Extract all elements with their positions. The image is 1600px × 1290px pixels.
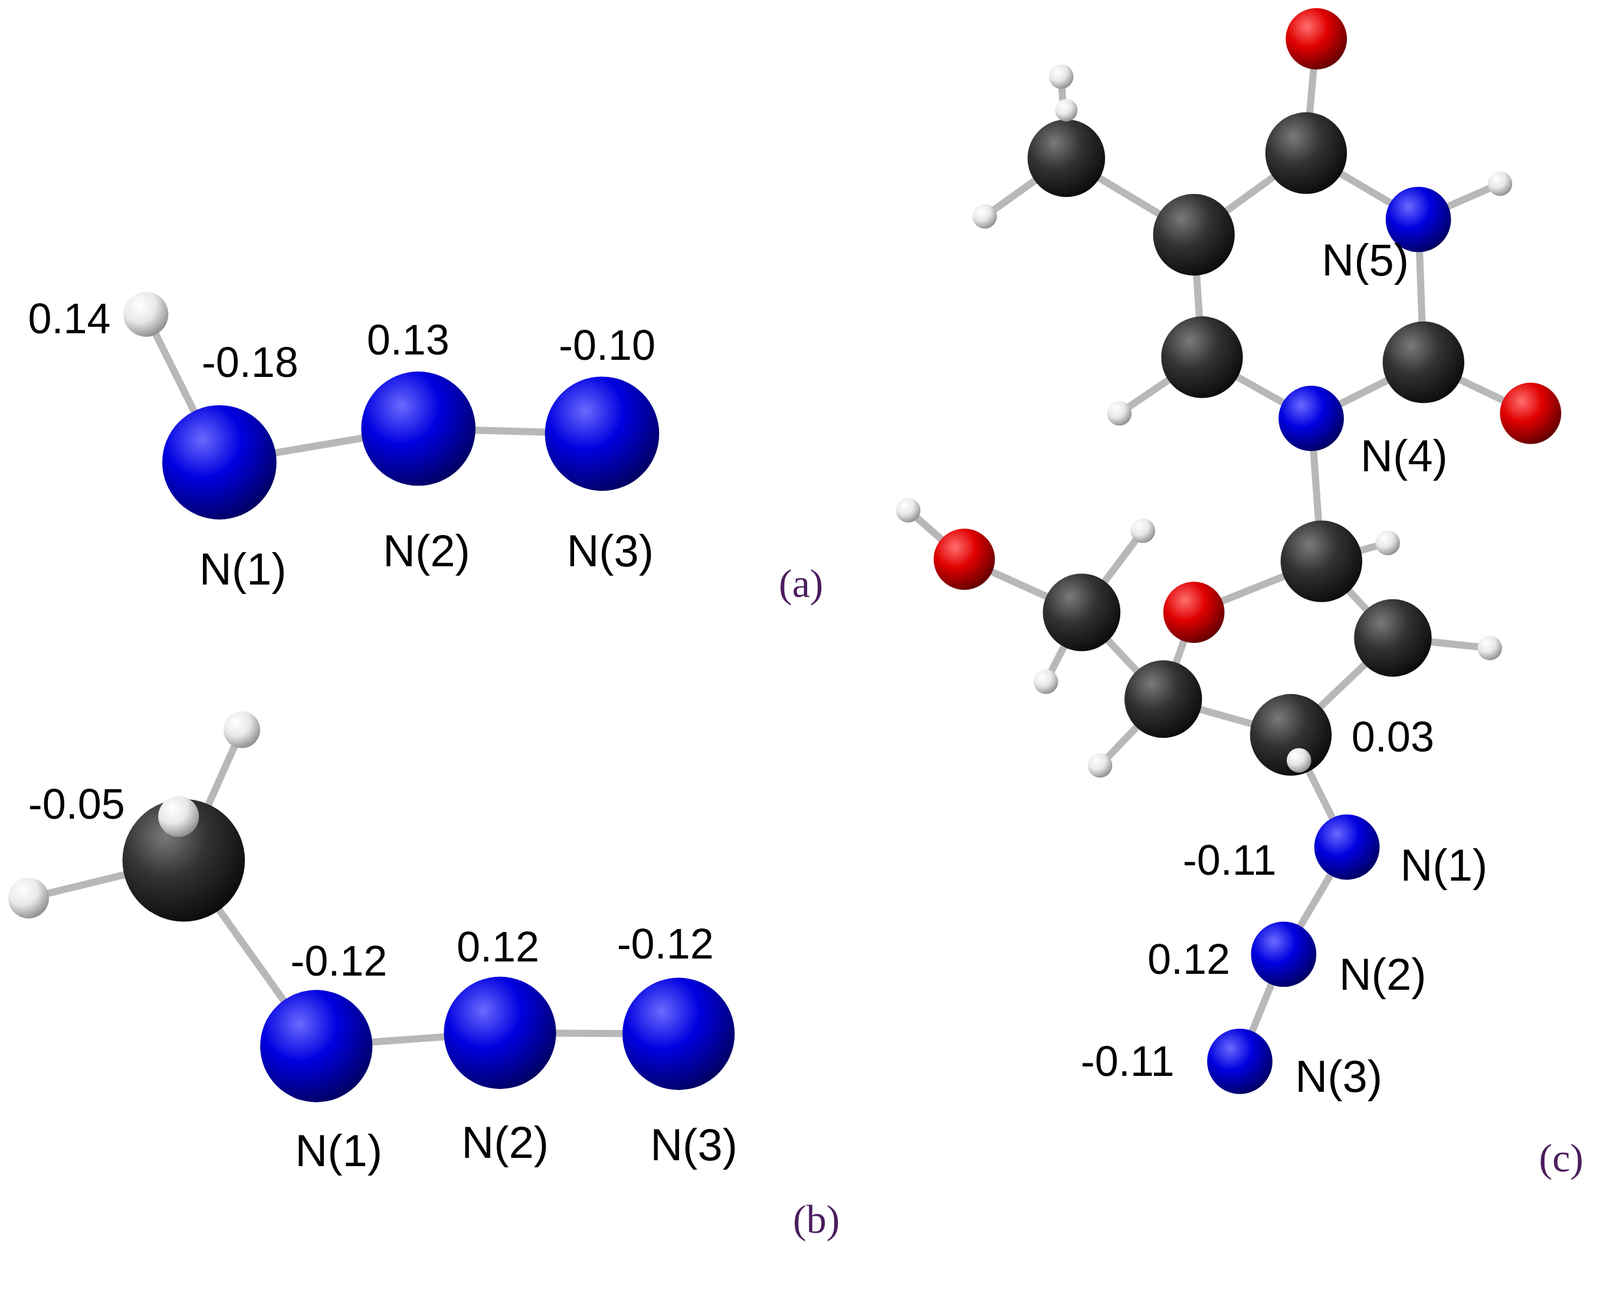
atom-label: N(1) (294, 1128, 383, 1174)
atom-label: N(1) (199, 546, 287, 592)
atom-label: N(3) (650, 1122, 738, 1168)
atom-label: N(5) (1321, 237, 1409, 283)
panel-label: (c) (1539, 1138, 1584, 1179)
charge-value: -0.12 (617, 922, 714, 966)
bond-lines (28, 38, 1531, 1062)
charge-value: 0.13 (366, 318, 450, 362)
charge-value: 0.12 (1147, 938, 1231, 981)
atom-label: N(4) (1360, 433, 1448, 479)
panel-label: (a) (778, 563, 824, 604)
charge-value: -0.12 (290, 939, 388, 983)
panel-label: (b) (792, 1199, 840, 1240)
charge-value: -0.11 (1080, 1040, 1175, 1083)
atom-spheres (8, 8, 1562, 1103)
charge-value: -0.05 (28, 782, 126, 826)
charge-value: 0.12 (456, 925, 540, 969)
charge-value: -0.11 (1182, 838, 1277, 882)
atom-label: N(2) (382, 528, 471, 574)
atom-label: N(2) (461, 1120, 549, 1166)
charge-value: 0.03 (1351, 715, 1435, 759)
charge-value: 0.14 (28, 297, 111, 340)
charge-value: -0.18 (201, 341, 299, 384)
atom-label: N(1) (1400, 843, 1488, 888)
atom-label: N(3) (1294, 1054, 1383, 1100)
atom-label: N(3) (566, 528, 654, 574)
atom-label: N(2) (1339, 952, 1427, 998)
charge-value: -0.10 (558, 323, 656, 367)
